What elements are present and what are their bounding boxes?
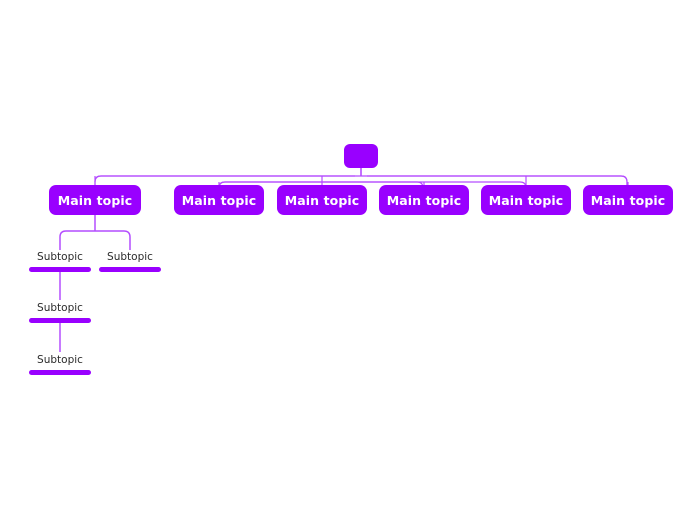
main-topic-node-2[interactable]: Main topic bbox=[174, 185, 264, 215]
connector-rail-upper-left bbox=[94, 175, 355, 185]
connector-rail-upper bbox=[94, 175, 628, 185]
subtopic-label: Subtopic bbox=[37, 251, 83, 263]
subtopic-underline bbox=[99, 267, 161, 272]
connector-rail-upper-right bbox=[367, 175, 628, 185]
main-topic-node-5[interactable]: Main topic bbox=[481, 185, 571, 215]
subtopic-node-3[interactable]: Subtopic bbox=[29, 302, 91, 323]
main-topic-node-1[interactable]: Main topic bbox=[49, 185, 141, 215]
subtopic-node-4[interactable]: Subtopic bbox=[29, 354, 91, 375]
subtopic-node-1[interactable]: Subtopic bbox=[29, 251, 91, 272]
root-node[interactable] bbox=[344, 144, 378, 168]
subtopic-label: Subtopic bbox=[37, 302, 83, 314]
connector-topic1-split bbox=[59, 230, 131, 250]
subtopic-underline bbox=[29, 370, 91, 375]
main-topic-node-6[interactable]: Main topic bbox=[583, 185, 673, 215]
main-topic-node-4[interactable]: Main topic bbox=[379, 185, 469, 215]
subtopic-label: Subtopic bbox=[37, 354, 83, 366]
subtopic-underline bbox=[29, 267, 91, 272]
subtopic-label: Subtopic bbox=[107, 251, 153, 263]
subtopic-node-2[interactable]: Subtopic bbox=[99, 251, 161, 272]
subtopic-underline bbox=[29, 318, 91, 323]
main-topic-node-3[interactable]: Main topic bbox=[277, 185, 367, 215]
connector-rail-lower-seg bbox=[218, 181, 527, 189]
